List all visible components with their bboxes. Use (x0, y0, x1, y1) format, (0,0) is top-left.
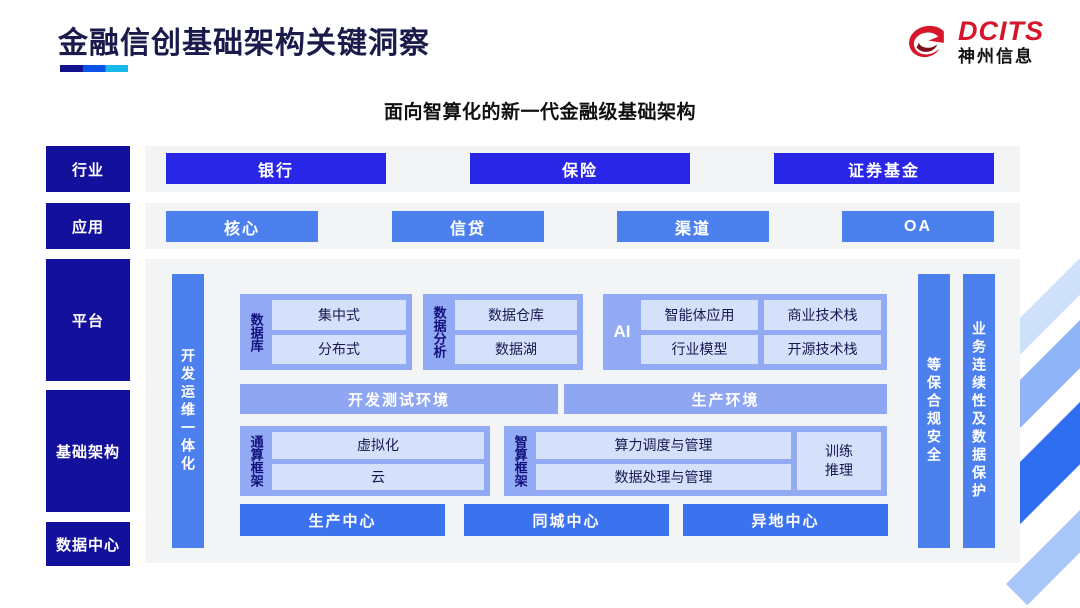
logo-text-cn: 神州信息 (958, 47, 1034, 66)
rail-label-industry: 行业 (46, 146, 130, 192)
cell-distributed[interactable]: 分布式 (272, 334, 406, 364)
cell-industry-model[interactable]: 行业模型 (641, 334, 758, 364)
group-label-intelligent-compute: 智算框架 (512, 435, 528, 487)
datacenter-block-metro[interactable]: 同城中心 (464, 504, 669, 536)
group-label-ai: AI (613, 322, 631, 342)
cell-cloud[interactable]: 云 (272, 463, 484, 490)
cell-training-inference[interactable]: 训练 推理 (797, 432, 881, 490)
page-title: 金融信创基础架构关键洞察 (58, 27, 430, 60)
sidebar-compliance-security[interactable]: 等保合规安全 (918, 274, 950, 548)
group-intelligent-compute-framework: 智算框架 算力调度与管理 数据处理与管理 训练 推理 (504, 426, 887, 496)
cell-virtualization[interactable]: 虚拟化 (272, 432, 484, 459)
group-ai: AI 智能体应用 商业技术栈 行业模型 开源技术栈 (603, 294, 887, 370)
cell-data-warehouse[interactable]: 数据仓库 (455, 300, 577, 330)
industry-block-insurance[interactable]: 保险 (470, 153, 690, 184)
cell-opensource-tech-stack[interactable]: 开源技术栈 (764, 334, 881, 364)
group-label-general-compute: 通算框架 (248, 435, 264, 487)
rail-label-application: 应用 (46, 203, 130, 249)
cell-data-lake[interactable]: 数据湖 (455, 334, 577, 364)
cell-agent-application[interactable]: 智能体应用 (641, 300, 758, 330)
rail-label-platform: 平台 (46, 259, 130, 381)
env-block-production[interactable]: 生产环境 (564, 384, 887, 414)
group-database: 数据库 集中式 分布式 (240, 294, 412, 370)
cell-data-processing[interactable]: 数据处理与管理 (536, 463, 791, 490)
cell-commercial-tech-stack[interactable]: 商业技术栈 (764, 300, 881, 330)
cell-compute-scheduling[interactable]: 算力调度与管理 (536, 432, 791, 459)
application-block-credit[interactable]: 信贷 (392, 211, 544, 242)
env-block-dev-test[interactable]: 开发测试环境 (240, 384, 558, 414)
rail-label-infrastructure: 基础架构 (46, 390, 130, 512)
group-data-analytics: 数据分析 数据仓库 数据湖 (423, 294, 583, 370)
group-label-database: 数据库 (248, 312, 264, 352)
industry-block-securities-fund[interactable]: 证券基金 (774, 153, 994, 184)
datacenter-block-remote[interactable]: 异地中心 (683, 504, 888, 536)
application-block-channel[interactable]: 渠道 (617, 211, 769, 242)
rail-label-datacenter: 数据中心 (46, 522, 130, 566)
brand-logo: DCITS 神州信息 (906, 18, 1044, 65)
dcits-swoosh-icon (909, 25, 944, 57)
datacenter-block-production[interactable]: 生产中心 (240, 504, 445, 536)
logo-text-en: DCITS (958, 16, 1044, 46)
cell-centralized[interactable]: 集中式 (272, 300, 406, 330)
application-block-core[interactable]: 核心 (166, 211, 318, 242)
industry-block-bank[interactable]: 银行 (166, 153, 386, 184)
group-label-data-analytics: 数据分析 (431, 306, 447, 358)
sidebar-devops-integration[interactable]: 开发运维一体化 (172, 274, 204, 548)
subtitle: 面向智算化的新一代金融级基础架构 (383, 102, 696, 123)
title-underline-accent (60, 65, 128, 72)
sidebar-business-continuity[interactable]: 业务连续性及数据保护 (963, 274, 995, 548)
application-block-oa[interactable]: OA (842, 211, 994, 242)
group-side-training-inference: 训练 推理 (797, 432, 881, 490)
group-general-compute-framework: 通算框架 虚拟化 云 (240, 426, 490, 496)
